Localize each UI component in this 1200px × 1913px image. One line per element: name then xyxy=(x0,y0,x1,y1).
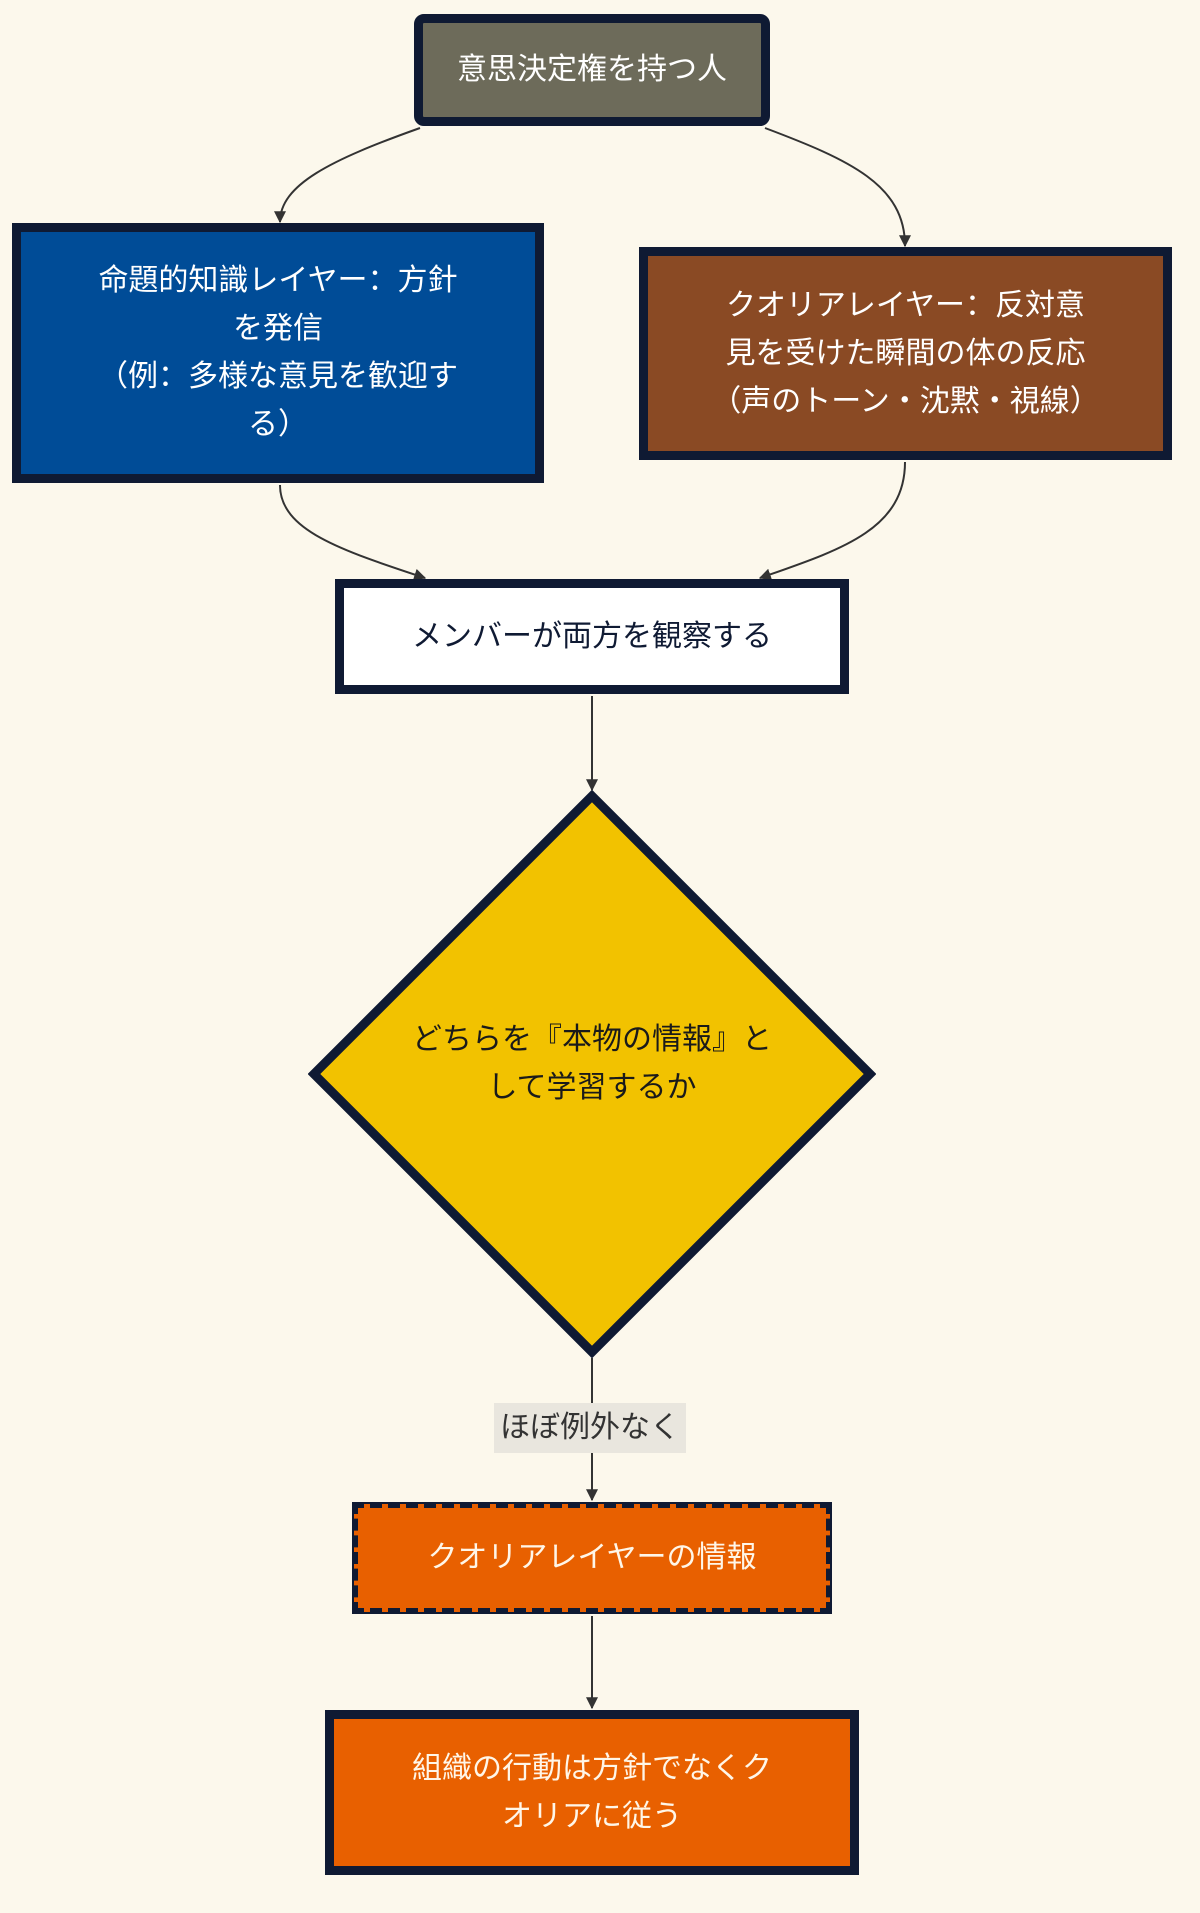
node-qualia-layer-line: （声のトーン・沈黙・視線） xyxy=(711,383,1100,419)
edge-propositional-to-observe xyxy=(279,484,427,581)
edge-label-almost-always: ほぼ例外なく xyxy=(494,1403,686,1453)
node-members-observe-label: メンバーが両方を観察する xyxy=(412,618,772,654)
node-organization-result: 組織の行動は方針でなくク オリアに従う xyxy=(325,1710,859,1875)
node-propositional-line: を発信 xyxy=(233,311,323,346)
edge-root-to-propositional xyxy=(274,127,421,224)
node-propositional-layer: 命題的知識レイヤー：方針 を発信 （例：多様な意見を歓迎す る） xyxy=(12,223,544,483)
decision-diamond-shape xyxy=(308,790,876,1358)
decision-line: どちらを『本物の情報』と xyxy=(412,1022,772,1057)
node-decision-maker: 意思決定権を持つ人 xyxy=(414,14,770,126)
node-qualia-info: クオリアレイヤーの情報 xyxy=(352,1502,832,1614)
node-propositional-line: 命題的知識レイヤー：方針 xyxy=(98,263,458,298)
node-qualia-layer-line: クオリアレイヤー：反対意 xyxy=(725,287,1086,323)
node-members-observe: メンバーが両方を観察する xyxy=(335,579,849,694)
node-propositional-line: る） xyxy=(248,407,308,442)
decision-line: して学習するか xyxy=(487,1070,697,1105)
node-qualia-layer-line: 見を受けた瞬間の体の反応 xyxy=(725,335,1086,371)
edge-qualia-layer-to-observe xyxy=(758,461,906,581)
edge-root-to-qualia-layer xyxy=(764,127,911,248)
node-decision-maker-label: 意思決定権を持つ人 xyxy=(457,52,727,87)
node-propositional-line: （例：多様な意見を歓迎す xyxy=(98,359,458,394)
node-qualia-layer: クオリアレイヤー：反対意 見を受けた瞬間の体の反応 （声のトーン・沈黙・視線） xyxy=(639,247,1172,460)
node-result-line: オリアに従う xyxy=(502,1798,682,1834)
node-decision-diamond: どちらを『本物の情報』と して学習するか xyxy=(308,790,876,1358)
node-result-line: 組織の行動は方針でなくク xyxy=(412,1750,772,1786)
node-qualia-info-label: クオリアレイヤーの情報 xyxy=(427,1540,757,1575)
